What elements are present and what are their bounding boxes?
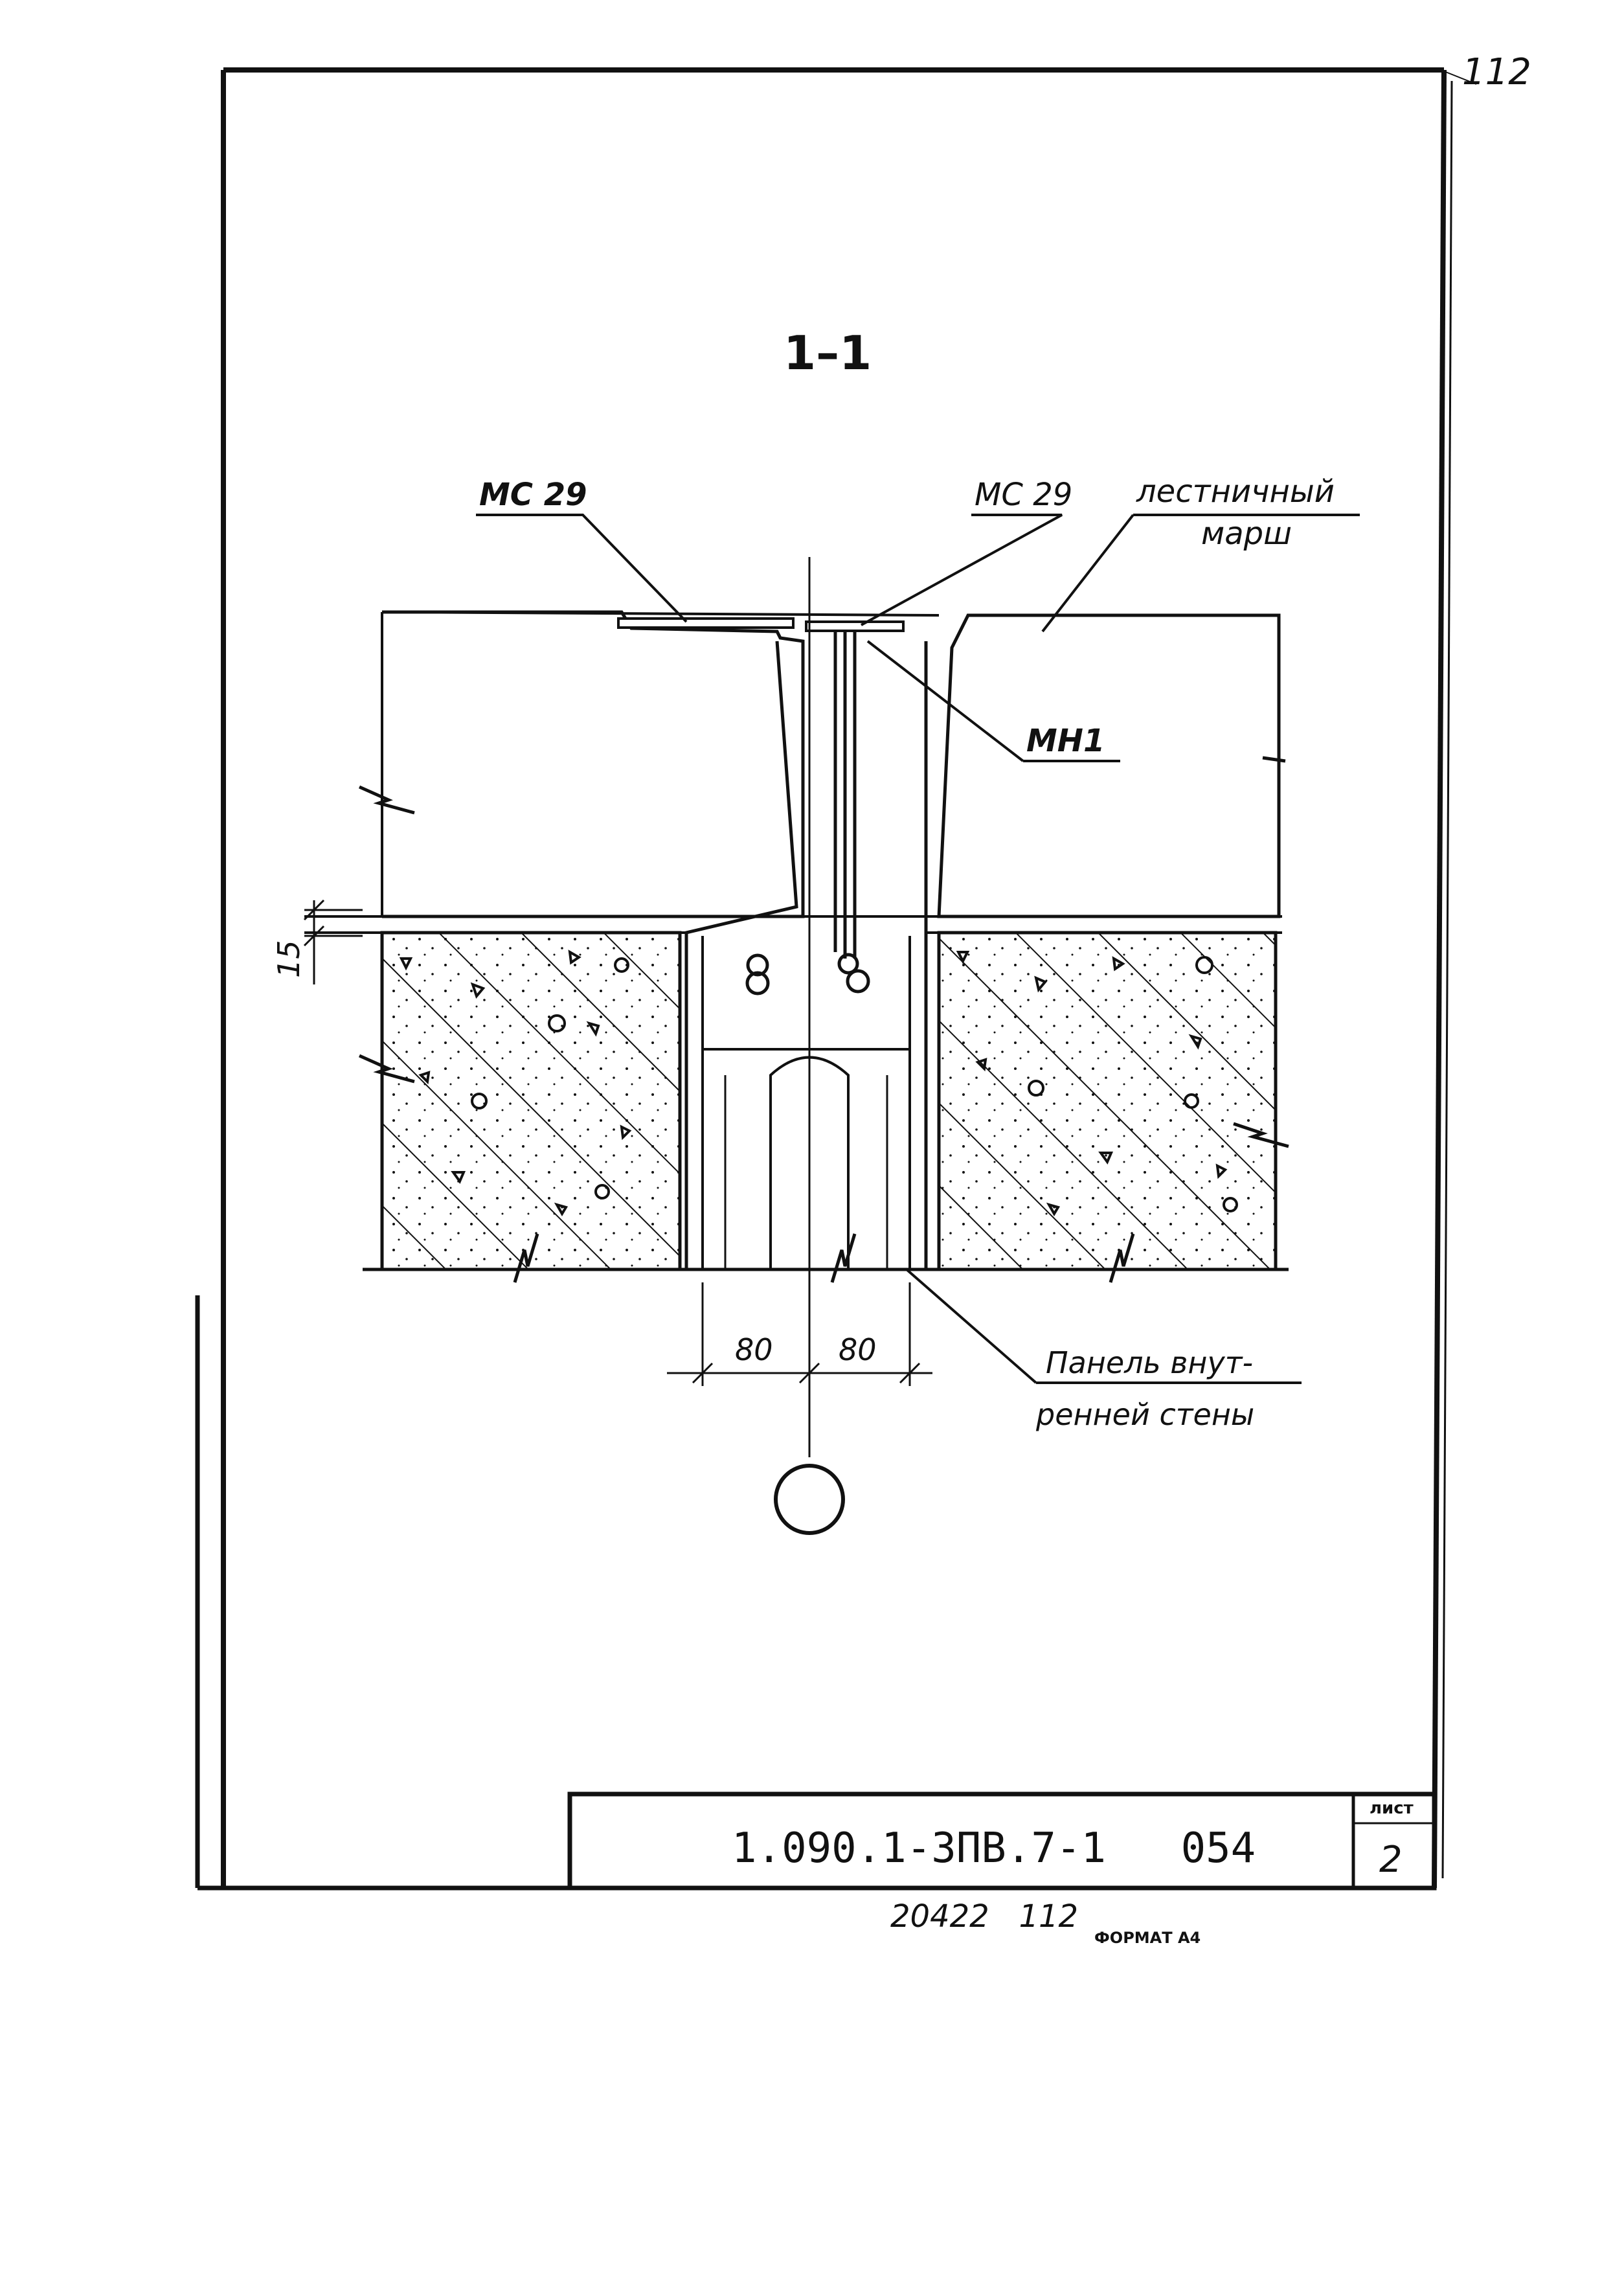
title-block-code: 1.090.1-3ПВ.7-1 054 bbox=[732, 1825, 1256, 1872]
inner-wall-panel bbox=[703, 1048, 910, 1269]
section-label: 1–1 bbox=[784, 326, 872, 380]
stair-flight-slab bbox=[937, 613, 1281, 918]
center-joint bbox=[684, 641, 928, 1269]
left-slab bbox=[381, 610, 805, 918]
label-stair-flight-2: марш bbox=[1201, 516, 1292, 552]
format-label: ФОРМАТ А4 bbox=[1094, 1929, 1201, 1947]
label-panel-2: ренней стены bbox=[1035, 1397, 1254, 1432]
archive-number: 20422 112 bbox=[890, 1898, 1078, 1935]
label-panel-1: Панель внут- bbox=[1046, 1345, 1253, 1380]
page-number: 112 bbox=[1462, 51, 1531, 93]
dimension-80-80 bbox=[667, 1282, 932, 1386]
leader-lines bbox=[476, 514, 1360, 1384]
dimension-15 bbox=[303, 899, 363, 984]
plate-mc29-left bbox=[617, 617, 795, 629]
label-stair-flight-1: лестничный bbox=[1136, 473, 1335, 510]
label-mn1: МН1 bbox=[1026, 723, 1105, 759]
sheet-label: лист bbox=[1370, 1799, 1414, 1818]
dim-15-label: 15 bbox=[271, 940, 306, 978]
label-mc29-right: МС 29 bbox=[975, 477, 1072, 513]
title-block bbox=[567, 1791, 1437, 1891]
top-line bbox=[381, 611, 940, 617]
axis-marker-circle bbox=[774, 1464, 845, 1535]
dim-80-left: 80 bbox=[735, 1332, 773, 1367]
left-concrete-block bbox=[380, 931, 682, 1271]
plate-mc29-right bbox=[805, 620, 905, 632]
dim-80-right: 80 bbox=[839, 1332, 877, 1367]
anchor-mn1 bbox=[833, 631, 870, 994]
break-marks bbox=[358, 756, 1289, 1283]
right-concrete-block bbox=[937, 931, 1278, 1271]
label-mc29-left: МС 29 bbox=[479, 477, 587, 513]
rebar-left bbox=[745, 953, 770, 995]
sheet-number: 2 bbox=[1379, 1839, 1403, 1881]
